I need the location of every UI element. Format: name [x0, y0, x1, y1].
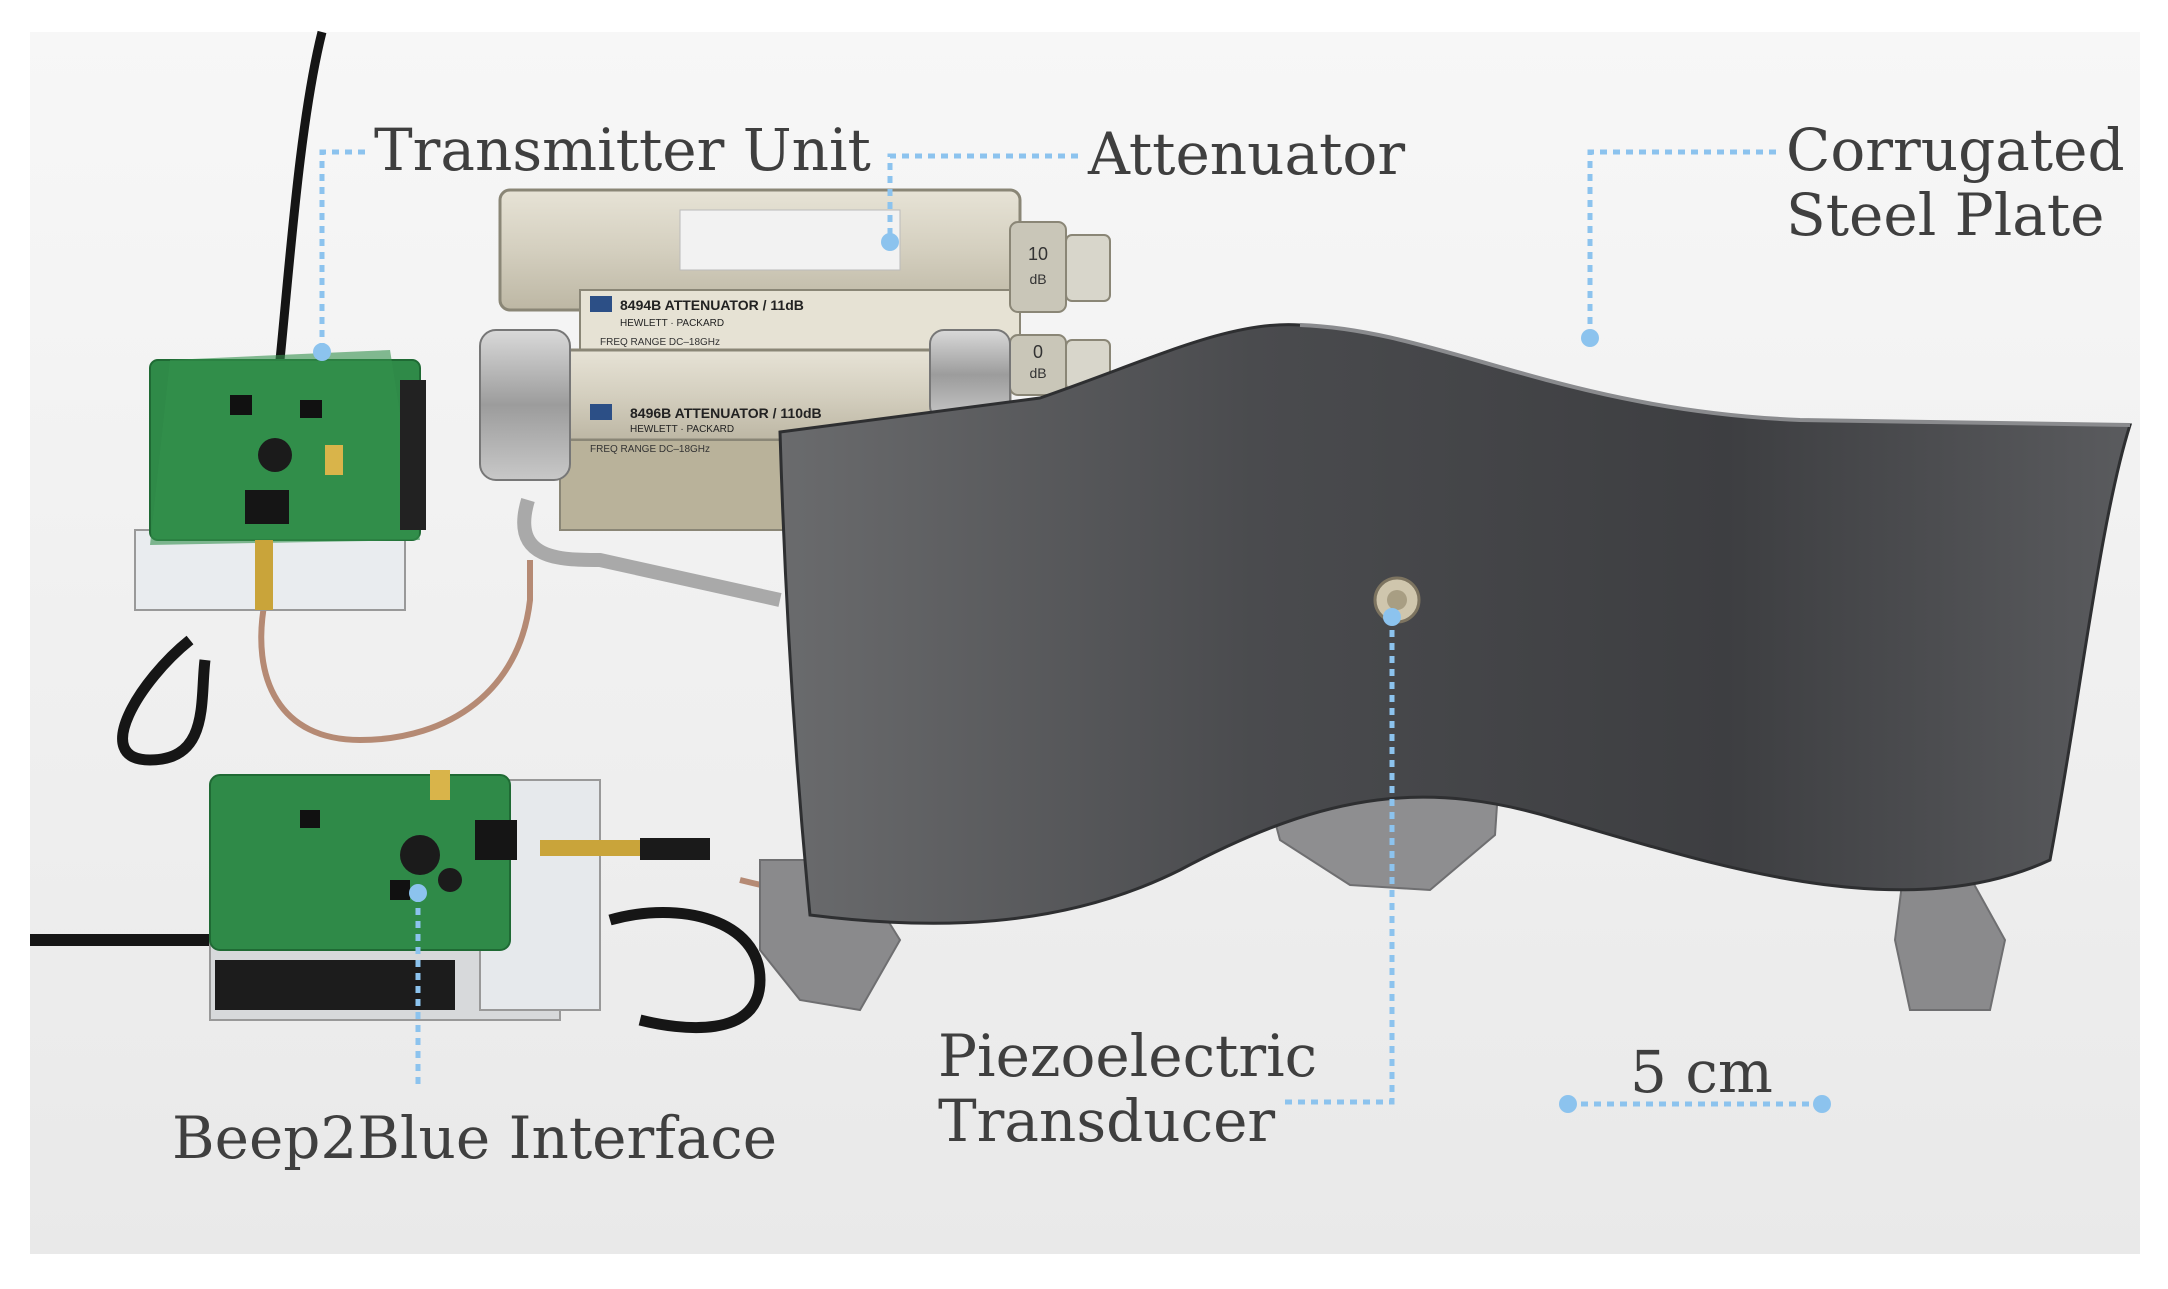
label-scale-bar: 5 cm [1630, 1040, 1773, 1105]
leader-piezo [1285, 617, 1395, 1105]
attenuator-bottom-freq: FREQ RANGE DC–18GHz [590, 444, 710, 455]
svg-text:0: 0 [1033, 342, 1043, 362]
label-beep2blue-interface: Beep2Blue Interface [172, 1104, 778, 1172]
n-connector-left [479, 329, 571, 481]
attenuator-bottom-model: 8496B ATTENUATOR / 110dB [630, 405, 822, 421]
attenuator-top-brand: HEWLETT · PACKARD [620, 318, 724, 329]
label-corrugated-steel-plate: Corrugated Steel Plate [1786, 118, 2125, 248]
label-piezo-line-2: Transducer [938, 1086, 1276, 1155]
leader-plate [1587, 149, 1776, 336]
leader-transmitter [319, 149, 365, 350]
leader-lines [319, 149, 1822, 1107]
attenuator-bottom-brand: HEWLETT · PACKARD [630, 424, 734, 435]
label-plate-line-2: Steel Plate [1786, 180, 2105, 249]
leader-dot-plate [1581, 329, 1599, 347]
scale-bar-dot-left [1559, 1095, 1577, 1113]
semirigid-cable [517, 497, 782, 607]
svg-text:dB: dB [1029, 271, 1046, 287]
leader-dots [313, 233, 1831, 1113]
coax-cable-transmitter [258, 560, 533, 744]
svg-text:dB: dB [1029, 365, 1046, 381]
attenuator-top-model: 8494B ATTENUATOR / 11dB [620, 297, 804, 313]
attenuator-top-freq: FREQ RANGE DC–18GHz [600, 337, 720, 348]
power-cable-top [275, 30, 327, 361]
scale-bar-dot-right [1813, 1095, 1831, 1113]
label-piezoelectric-transducer: Piezoelectric Transducer [938, 1024, 1317, 1154]
leader-dot-transmitter [313, 343, 331, 361]
attenuator-dial-top [1009, 221, 1067, 313]
transmitter-unit-board [134, 350, 426, 611]
svg-text:10: 10 [1028, 244, 1048, 264]
label-plate-line-1: Corrugated [1786, 116, 2125, 184]
label-piezo-line-1: Piezoelectric [938, 1022, 1318, 1090]
usb-cable-transmitter [117, 635, 211, 766]
leader-dot-beep2blue [409, 884, 427, 902]
scale-bar-text: 5 cm [1630, 1038, 1773, 1106]
label-transmitter-unit: Transmitter Unit [374, 116, 871, 184]
beep2blue-board [209, 770, 710, 1021]
leader-attenuator [887, 153, 1078, 240]
label-attenuator: Attenuator [1088, 120, 1406, 188]
usb-cable-beep2blue-loop [608, 907, 766, 1034]
leader-dot-piezo [1383, 608, 1401, 626]
leader-dot-attenuator [881, 233, 899, 251]
